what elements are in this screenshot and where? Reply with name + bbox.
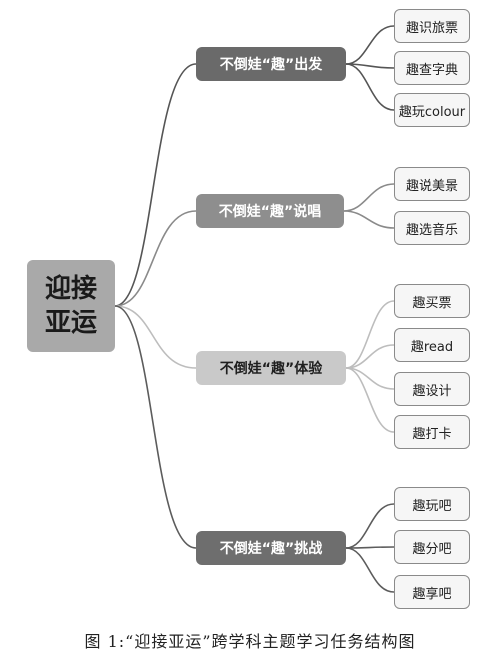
root-branch-connector (114, 63, 197, 307)
branch-leaf-connector (345, 25, 395, 65)
branch-leaf-connector (345, 344, 395, 369)
leaf-label: 趣查字典 (405, 62, 458, 78)
leaf-node: 趣享吧 (394, 575, 470, 609)
branch-node-tiaozhan: 不倒娃“趣”挑战 (196, 531, 346, 565)
leaf-label: 趣买票 (412, 295, 452, 311)
leaf-node: 趣设计 (394, 372, 470, 406)
leaf-label: 趣享吧 (412, 586, 452, 602)
branch-label: 不倒娃“趣”说唱 (218, 204, 322, 220)
branch-leaf-connector (345, 300, 395, 369)
branch-node-tiyan: 不倒娃“趣”体验 (196, 351, 346, 385)
branch-label: 不倒娃“趣”体验 (219, 361, 323, 377)
branch-leaf-connector (345, 367, 395, 433)
leaf-label: 趣分吧 (412, 541, 452, 557)
branch-leaf-connector (345, 547, 395, 593)
root-label-line2: 亚运 (44, 308, 97, 338)
leaf-label: 趣说美景 (405, 178, 458, 194)
branch-label: 不倒娃“趣”出发 (219, 57, 323, 73)
branch-node-chufa: 不倒娃“趣”出发 (196, 47, 346, 81)
branch-leaf-connector (345, 367, 395, 390)
leaf-node: 趣打卡 (394, 415, 470, 449)
leaf-node: 趣说美景 (394, 167, 470, 201)
leaf-node: 趣选音乐 (394, 211, 470, 245)
leaf-label: 趣read (410, 339, 454, 355)
leaf-label: 趣玩colour (398, 104, 466, 120)
branch-leaf-connector (345, 503, 395, 549)
root-node: 迎接 亚运 (27, 260, 115, 352)
leaf-label: 趣识旅票 (405, 20, 458, 36)
leaf-node: 趣玩吧 (394, 487, 470, 521)
leaf-label: 趣玩吧 (412, 498, 452, 514)
branch-leaf-connector (343, 210, 395, 229)
root-label-line1: 迎接 (44, 274, 97, 304)
root-branch-connector (114, 210, 197, 307)
leaf-node: 趣read (394, 328, 470, 362)
root-branch-connector (114, 305, 197, 549)
leaf-node: 趣识旅票 (394, 9, 470, 43)
leaf-node: 趣分吧 (394, 530, 470, 564)
leaf-node: 趣买票 (394, 284, 470, 318)
branch-leaf-connector (343, 183, 395, 212)
branch-label: 不倒娃“趣”挑战 (219, 541, 323, 557)
leaf-node: 趣查字典 (394, 51, 470, 85)
root-branch-connector (114, 305, 197, 369)
figure-caption: 图 1:“迎接亚运”跨学科主题学习任务结构图 (84, 632, 416, 651)
leaf-label: 趣设计 (412, 383, 452, 399)
leaf-label: 趣打卡 (412, 426, 452, 442)
branch-leaf-connector (345, 546, 395, 549)
branch-node-shuochang: 不倒娃“趣”说唱 (196, 194, 344, 228)
branch-leaf-connector (345, 63, 395, 111)
leaf-node: 趣玩colour (394, 93, 470, 127)
leaf-label: 趣选音乐 (405, 222, 458, 238)
